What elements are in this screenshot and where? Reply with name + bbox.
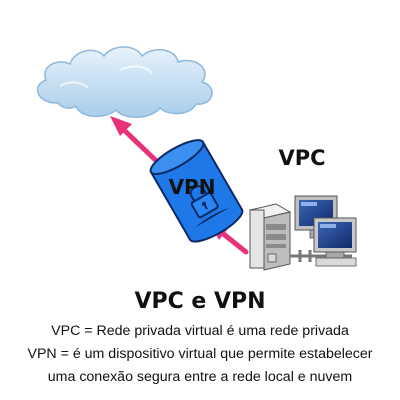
diagram-title: VPC e VPN: [134, 289, 266, 314]
caption-line-vpc: VPC = Rede privada virtual é uma rede pr…: [51, 323, 349, 339]
server-icon: [248, 203, 292, 271]
caption-line-vpn-continued: uma conexão segura entre a rede local e …: [47, 369, 353, 385]
cloud-icon: [36, 46, 213, 118]
padlock-icon: [189, 185, 219, 219]
vpn-label: VPN: [169, 175, 216, 199]
computer-icon: [313, 217, 357, 267]
vpn-cylinder-icon: [149, 139, 244, 243]
caption-line-vpn: VPN = é um dispositivo virtual que permi…: [27, 346, 373, 362]
vpc-label: VPC: [278, 146, 326, 170]
